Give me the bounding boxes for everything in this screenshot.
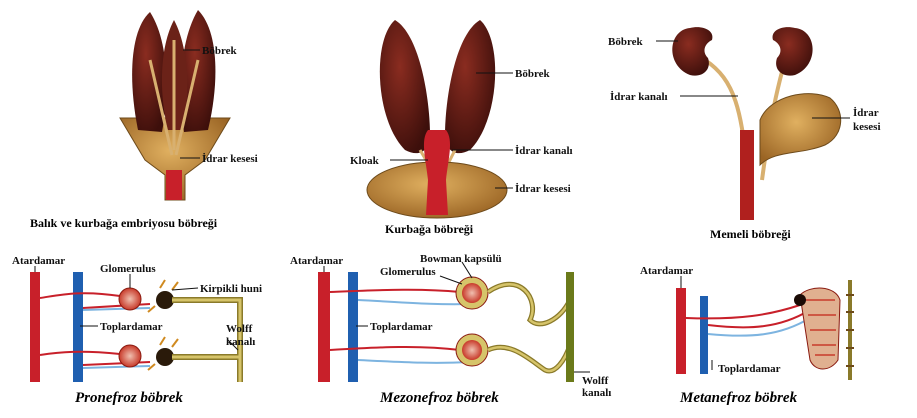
frog-cloaca-label: Kloak — [350, 155, 380, 167]
metanephros-figure: Atardamar Toplardamar Metanefroz böbrek — [640, 265, 854, 406]
meso-vein-label: Toplardamar — [370, 321, 433, 333]
fish-kidney-label: Böbrek — [202, 45, 238, 57]
fish-caption: Balık ve kurbağa embriyosu böbreği — [30, 216, 218, 230]
meta-vein-label: Toplardamar — [718, 363, 781, 375]
pro-artery-label: Atardamar — [12, 255, 65, 267]
pro-artery-vessel — [30, 272, 40, 382]
meso-glomerulus-label: Glomerulus — [380, 266, 436, 278]
meso-glomerulus-1 — [462, 283, 482, 303]
frog-ureter-label: İdrar kanalı — [515, 145, 573, 157]
frog-kidney-label: Böbrek — [515, 68, 551, 80]
meso-glomerulus-2 — [462, 340, 482, 360]
pro-caption: Pronefroz böbrek — [75, 390, 183, 406]
fish-cloaca-tube — [166, 170, 182, 200]
meso-wolff-label-2: kanalı — [582, 387, 611, 399]
mammal-bladder-label-2: kesesi — [853, 121, 881, 133]
meso-artery-label: Atardamar — [290, 255, 343, 267]
fish-bladder-label: İdrar kesesi — [202, 153, 258, 165]
pronephros-figure: Atardamar Glomerulus Kirpikli huni Topla… — [12, 255, 262, 406]
mammal-kidney-label: Böbrek — [608, 36, 644, 48]
meta-vein-vessel — [700, 296, 708, 374]
meso-wolff-duct — [566, 272, 574, 382]
meso-bowman-label: Bowman kapsülü — [420, 253, 502, 265]
frog-caption: Kurbağa böbreği — [385, 222, 474, 236]
mammal-bladder-shape — [760, 94, 841, 165]
mammal-kidney-figure: Böbrek İdrar kanalı İdrar kesesi Memeli … — [608, 27, 881, 241]
meso-wolff-label-1: Wolff — [582, 375, 609, 387]
pro-funnel-label: Kirpikli huni — [200, 283, 262, 295]
pro-vein-label: Toplardamar — [100, 321, 163, 333]
mammal-bladder-label-1: İdrar — [853, 107, 879, 119]
meta-caption: Metanefroz böbrek — [679, 390, 798, 406]
pro-glomerulus-2 — [119, 345, 141, 367]
pro-vein-vessel — [73, 272, 83, 382]
pro-funnel-2 — [156, 348, 174, 366]
mesonephros-figure: Atardamar Bowman kapsülü Glomerulus Topl… — [290, 253, 611, 406]
mammal-kidney-left — [672, 27, 712, 75]
mammal-ureter-label: İdrar kanalı — [610, 91, 668, 103]
frog-bladder-label: İdrar kesesi — [515, 183, 571, 195]
pro-wolff-label-1: Wolff — [226, 323, 253, 335]
mammal-kidney-right — [773, 27, 813, 75]
pro-wolff-label-2: kanalı — [226, 336, 255, 348]
meso-tubules-inner — [488, 284, 570, 371]
meso-vein-vessel — [348, 272, 358, 382]
meso-artery-vessel — [318, 272, 330, 382]
meta-glomerulus — [794, 294, 806, 306]
mammal-caption: Memeli böbreği — [710, 227, 791, 241]
mammal-aorta — [740, 130, 754, 220]
frog-kidney-left — [380, 20, 430, 153]
pro-glomerulus-label: Glomerulus — [100, 263, 156, 275]
frog-kidney-right — [445, 20, 495, 153]
meta-artery-vessel — [676, 288, 686, 374]
fish-embryo-kidney-figure: Böbrek İdrar kesesi Balık ve kurbağa emb… — [30, 10, 258, 230]
frog-cloaca-shape — [424, 130, 450, 215]
pro-funnel-1 — [156, 291, 174, 309]
meta-artery-label: Atardamar — [640, 265, 693, 277]
meso-caption: Mezonefroz böbrek — [379, 390, 499, 406]
pro-glomerulus-1 — [119, 288, 141, 310]
frog-kidney-figure: Böbrek Kloak İdrar kanalı İdrar kesesi K… — [350, 20, 573, 236]
